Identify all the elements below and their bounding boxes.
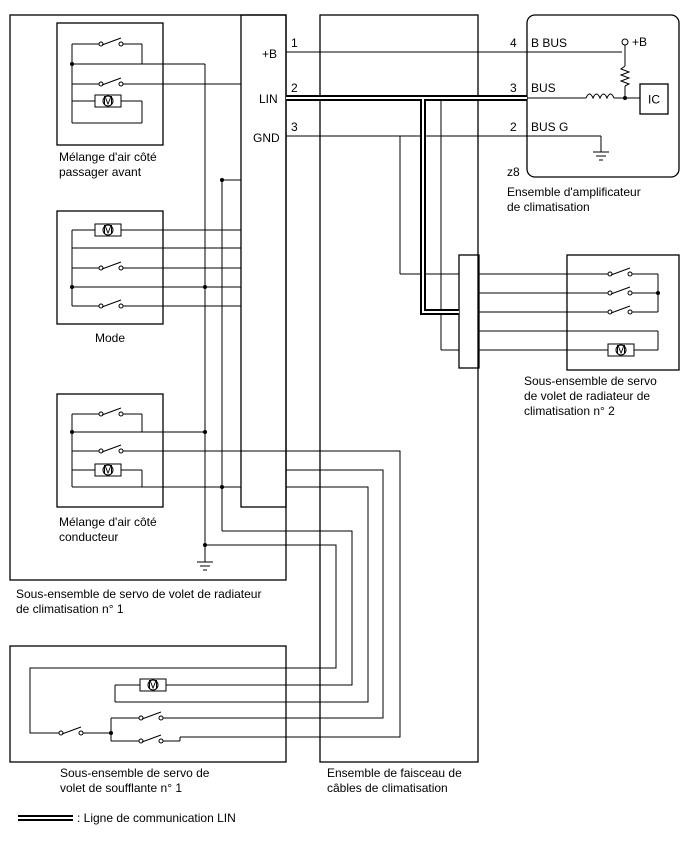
passenger-airmix-title-1: Mélange d'air côté <box>59 150 157 164</box>
driver-airmix-title-2: conducteur <box>59 530 118 544</box>
motor-label: M <box>103 463 113 477</box>
ground-icon <box>197 545 213 571</box>
motor-icon: M <box>94 223 122 237</box>
connector-z8-label: z8 <box>507 165 520 179</box>
servo-1-title-1: Sous-ensemble de servo de volet de radia… <box>16 587 261 601</box>
pin-gnd-label: GND <box>253 131 280 145</box>
blower-servo-box <box>9 645 287 763</box>
servo-1-assembly-box <box>9 14 287 581</box>
mode-title: Mode <box>95 331 125 345</box>
amp-pin-3: 3 <box>510 81 517 95</box>
motor-label: M <box>103 223 113 237</box>
amp-bus-label: BUS <box>531 81 556 95</box>
amp-plus-b-label: +B <box>632 35 647 49</box>
pin-plus-b-label: +B <box>262 47 277 61</box>
pin-number-2: 2 <box>291 81 298 95</box>
ic-label: IC <box>648 93 660 107</box>
legend: : Ligne de communication LIN <box>18 811 236 825</box>
lin-line <box>286 95 527 315</box>
servo-2-title-2: de volet de radiateur de <box>524 389 650 403</box>
servo-1-connector-block <box>240 14 287 508</box>
passenger-airmix-title-2: passager avant <box>59 165 142 179</box>
plus-b-terminal-icon <box>621 38 629 52</box>
motor-label: M <box>103 94 113 108</box>
blower-servo-wiring <box>57 684 286 744</box>
motor-label: M <box>616 343 626 357</box>
harness-title-2: câbles de climatisation <box>327 781 448 795</box>
amplifier-wiring <box>527 51 640 152</box>
servo-1-title-2: de climatisation n° 1 <box>16 602 124 616</box>
coil-icon <box>585 93 615 100</box>
amplifier-title-1: Ensemble d'amplificateur <box>507 185 641 199</box>
motor-icon: M <box>94 463 122 477</box>
motor-icon: M <box>607 343 635 357</box>
blower-servo-title-2: volet de soufflante n° 1 <box>60 781 182 795</box>
resistor-icon <box>619 65 631 87</box>
motor-label: M <box>148 678 158 692</box>
servo-2-title-1: Sous-ensemble de servo <box>524 374 657 388</box>
amplifier-title-2: de climatisation <box>507 200 590 214</box>
motor-icon: M <box>94 94 122 108</box>
mode-wiring <box>70 229 241 309</box>
servo-2-wiring <box>479 267 660 351</box>
legend-label: : Ligne de communication LIN <box>77 811 236 825</box>
harness-title-1: Ensemble de faisceau de <box>327 766 462 780</box>
pin-lines <box>286 51 527 351</box>
ground-icon <box>593 151 609 161</box>
harness-box <box>319 14 479 763</box>
servo-2-title-3: climatisation n° 2 <box>524 404 615 418</box>
servo-2-connector <box>458 254 480 369</box>
motor-icon: M <box>139 678 167 692</box>
amp-pin-4: 4 <box>510 36 517 50</box>
driver-airmix-wiring <box>70 407 241 489</box>
amp-pin-2: 2 <box>510 120 517 134</box>
blower-servo-title-1: Sous-ensemble de servo de <box>60 766 210 780</box>
amp-b-bus-label: B BUS <box>531 36 567 50</box>
pin-number-3: 3 <box>291 120 298 134</box>
pin-number-1: 1 <box>291 36 298 50</box>
passenger-airmix-wiring <box>70 37 241 124</box>
pin-lin-label: LIN <box>259 92 278 106</box>
amp-bus-g-label: BUS G <box>531 120 568 134</box>
driver-airmix-title-1: Mélange d'air côté <box>59 515 157 529</box>
ic-chip: IC <box>639 83 669 115</box>
blower-feed-wires <box>29 450 401 738</box>
